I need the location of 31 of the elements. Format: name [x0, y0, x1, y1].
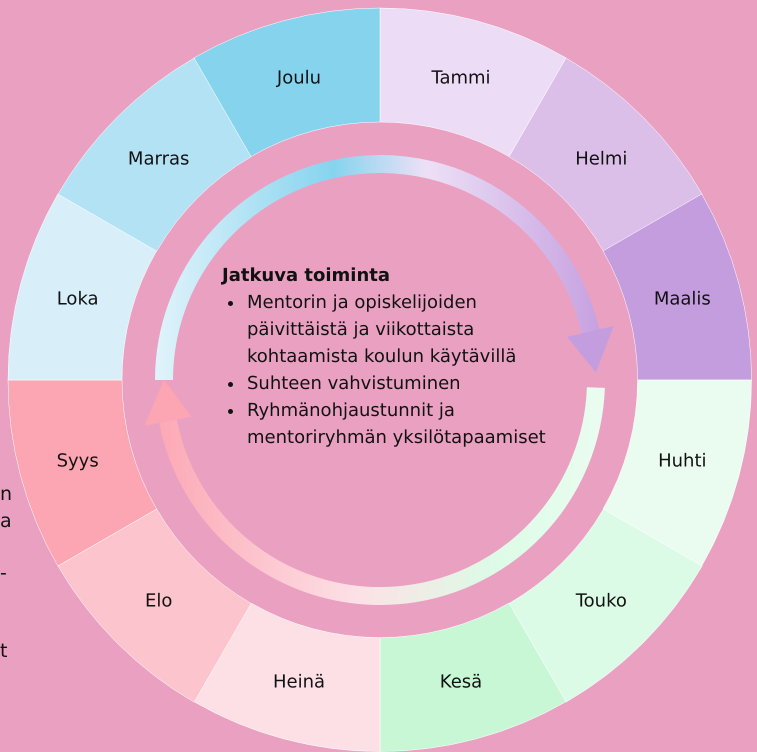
month-label: Helmi [575, 148, 628, 170]
section-heading: Jatkuva toiminta [222, 264, 392, 288]
month-label: Loka [56, 288, 99, 310]
cropped-text: t [0, 640, 8, 662]
cropped-text: - [0, 562, 7, 584]
month-label: Marras [128, 148, 190, 170]
cropped-text: a [0, 510, 12, 532]
bullet-text: Mentorin ja opiskelijoiden päivittäistä ja viikottaista kohtaamista koulun käytävillä [247, 291, 518, 369]
month-label: Tammi [431, 67, 491, 88]
month-segment [194, 8, 380, 157]
month-label: Maalis [654, 288, 711, 310]
month-label: Huhti [658, 450, 707, 472]
month-segment [194, 603, 380, 752]
month-segment [509, 58, 702, 251]
cropped-text: n [0, 483, 12, 505]
month-label: Kesä [440, 672, 482, 693]
month-label: Touko [576, 590, 627, 612]
month-segment [509, 509, 702, 702]
bullet-text: Suhteen vahvistuminen [247, 372, 462, 396]
month-label: Joulu [276, 67, 322, 88]
month-label: Elo [144, 590, 172, 612]
month-segment [603, 194, 752, 380]
month-segment [603, 380, 752, 566]
month-segment [8, 194, 157, 380]
month-segment [58, 509, 251, 702]
bullet-text: Ryhmänohjaustunnit ja mentoriryhmän yksilötapaamiset [247, 399, 547, 450]
month-label: Heinä [272, 672, 326, 693]
month-segment [380, 8, 566, 157]
month-segment [380, 603, 566, 752]
month-segment [58, 58, 251, 251]
month-label: Syys [56, 450, 99, 472]
